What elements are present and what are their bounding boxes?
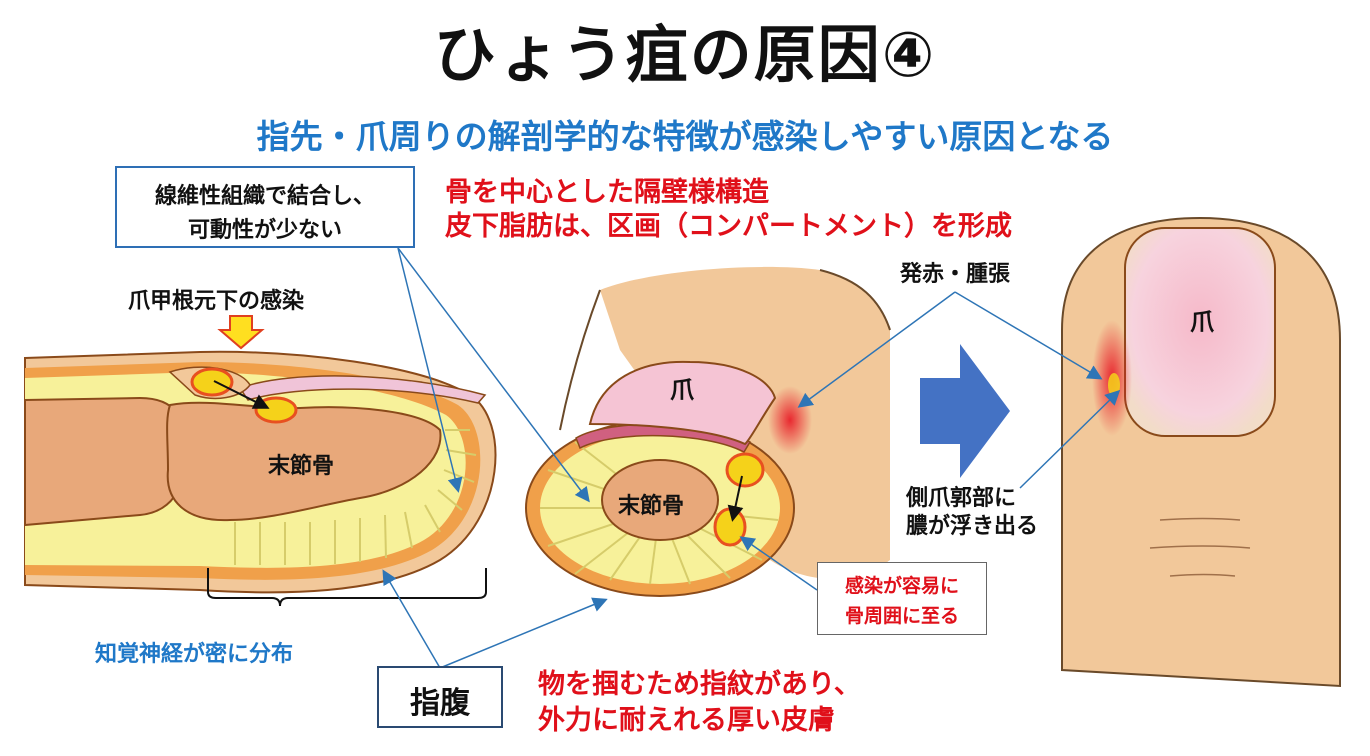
bone-spread-callout: 感染が容易に 骨周囲に至る: [817, 562, 987, 635]
progression-arrow-icon: [920, 344, 1010, 478]
septa-line-1: 骨を中心とした隔壁様構造: [445, 177, 769, 208]
cross-section-finger: [525, 266, 891, 597]
finger-pulp-box: 指腹: [377, 666, 503, 728]
sagittal-finger-section: [24, 350, 497, 594]
infection-site-arrow: [217, 315, 265, 350]
nerve-distribution-label: 知覚神経が密に分布: [95, 642, 294, 667]
lateral-pus-line-1: 側爪郭部に: [906, 486, 1017, 511]
dorsal-fingertip: [1061, 216, 1341, 688]
septa-line-2: 皮下脂肪は、区画（コンパートメント）を形成: [445, 211, 1012, 242]
nail-label-center: 爪: [670, 376, 694, 404]
nail-label-right: 爪: [1190, 308, 1214, 336]
fibrous-line-1: 線維性組織で結合し、: [154, 184, 375, 209]
page-title: ひょう疽の原因④: [433, 18, 937, 91]
pulp-desc-line-2: 外力に耐えれる厚い皮膚: [538, 705, 835, 736]
nerve-region-bracket: [207, 568, 487, 607]
bone-spread-line-1: 感染が容易に: [844, 575, 959, 597]
nail-root-infection-label: 爪甲根元下の感染: [128, 289, 305, 314]
distal-phalanx-label-center: 末節骨: [618, 494, 685, 519]
leader-lines: [382, 247, 1121, 669]
fibrous-tissue-callout: 線維性組織で結合し、 可動性が少ない: [115, 166, 415, 248]
redness-swelling-label: 発赤・腫張: [900, 262, 1011, 287]
pulp-desc-line-1: 物を掴むため指紋があり、: [538, 669, 861, 700]
subtitle: 指先・爪周りの解剖学的な特徴が感染しやすい原因となる: [256, 117, 1114, 156]
finger-pulp-label: 指腹: [410, 686, 470, 721]
lateral-pus-line-2: 膿が浮き出る: [906, 514, 1039, 539]
distal-phalanx-label-left: 末節骨: [268, 454, 335, 479]
fibrous-line-2: 可動性が少ない: [187, 218, 342, 243]
bone-spread-line-2: 骨周囲に至る: [844, 605, 959, 627]
